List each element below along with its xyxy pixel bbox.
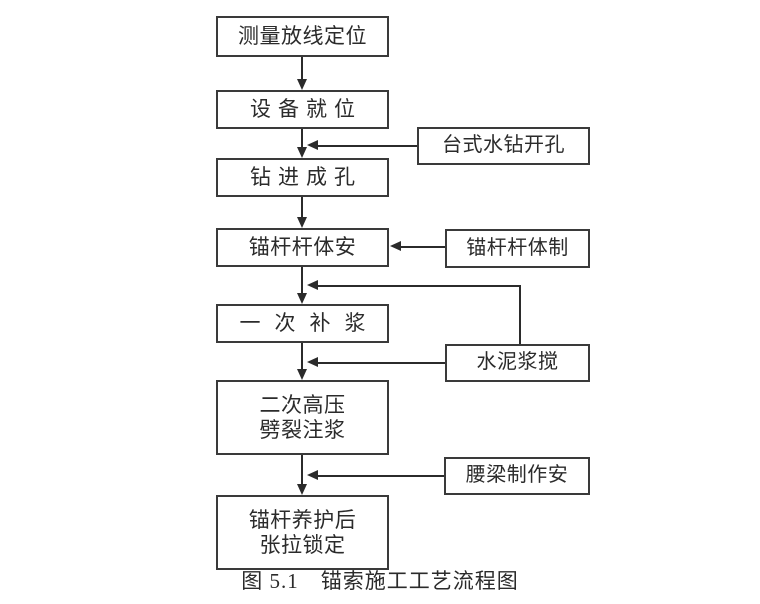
- connector-step6-step7: [301, 455, 303, 485]
- arrowhead-step4: [297, 217, 307, 228]
- flow-node-aux-1: 台式水钻开孔: [417, 127, 590, 165]
- connector-aux3-step6: [313, 362, 445, 364]
- connector-step2-step3: [301, 129, 303, 148]
- flow-node-label-line-2: 张拉锁定: [259, 532, 346, 557]
- arrowhead-step7: [297, 484, 307, 495]
- arrowhead-aux4-step7: [307, 470, 318, 480]
- connector-step4-step5: [301, 267, 303, 294]
- connector-aux3-riser: [519, 285, 521, 344]
- arrowhead-step5: [297, 293, 307, 304]
- flow-node-step-3: 钻进成孔: [216, 158, 389, 197]
- flow-node-label-line-2: 劈裂注浆: [259, 417, 346, 442]
- connector-aux3-step5: [313, 285, 521, 287]
- arrowhead-step6: [297, 369, 307, 380]
- flow-node-step-5: 一次补浆: [216, 304, 389, 343]
- arrowhead-aux3-step6: [307, 357, 318, 367]
- flow-node-aux-4: 腰梁制作安: [444, 457, 590, 495]
- arrowhead-aux2-step4: [390, 241, 401, 251]
- flow-node-step-7: 锚杆养护后 张拉锁定: [216, 495, 389, 570]
- flow-node-step-4: 锚杆杆体安: [216, 228, 389, 267]
- arrowhead-step2: [297, 79, 307, 90]
- connector-aux4-step7: [313, 475, 444, 477]
- flow-node-step-6: 二次高压 劈裂注浆: [216, 380, 389, 455]
- figure-caption: 图 5.1 锚索施工工艺流程图: [0, 565, 760, 595]
- flow-node-label: 腰梁制作安: [465, 464, 569, 487]
- figure-caption-number: 图 5.1: [241, 569, 299, 593]
- flow-node-label-line-1: 二次高压: [259, 392, 346, 417]
- figure-caption-title: 锚索施工工艺流程图: [320, 569, 519, 593]
- arrowhead-aux3-step5: [307, 280, 318, 290]
- flow-node-label: 一次补浆: [239, 311, 380, 336]
- flow-node-aux-2: 锚杆杆体制: [445, 229, 590, 268]
- flow-node-label: 锚杆杆体制: [466, 236, 569, 259]
- arrowhead-aux1-step3: [307, 140, 318, 150]
- flow-node-step-1: 测量放线定位: [216, 16, 389, 57]
- flow-node-label: 设备就位: [250, 97, 362, 122]
- flow-node-step-2: 设备就位: [216, 90, 389, 129]
- connector-aux2-step4: [401, 246, 445, 248]
- flow-node-aux-3: 水泥浆搅: [445, 344, 590, 382]
- flow-node-label-line-1: 锚杆养护后: [248, 507, 357, 532]
- connector-step3-step4: [301, 197, 303, 218]
- connector-aux1-step3: [313, 145, 417, 147]
- flow-node-label: 测量放线定位: [238, 24, 367, 49]
- flow-node-label: 水泥浆搅: [476, 351, 559, 374]
- connector-step5-step6: [301, 343, 303, 370]
- flow-node-label: 钻进成孔: [250, 165, 362, 190]
- flow-node-label: 台式水钻开孔: [442, 134, 565, 157]
- connector-step1-step2: [301, 57, 303, 80]
- arrowhead-step3: [297, 147, 307, 158]
- flow-node-label: 锚杆杆体安: [248, 235, 357, 260]
